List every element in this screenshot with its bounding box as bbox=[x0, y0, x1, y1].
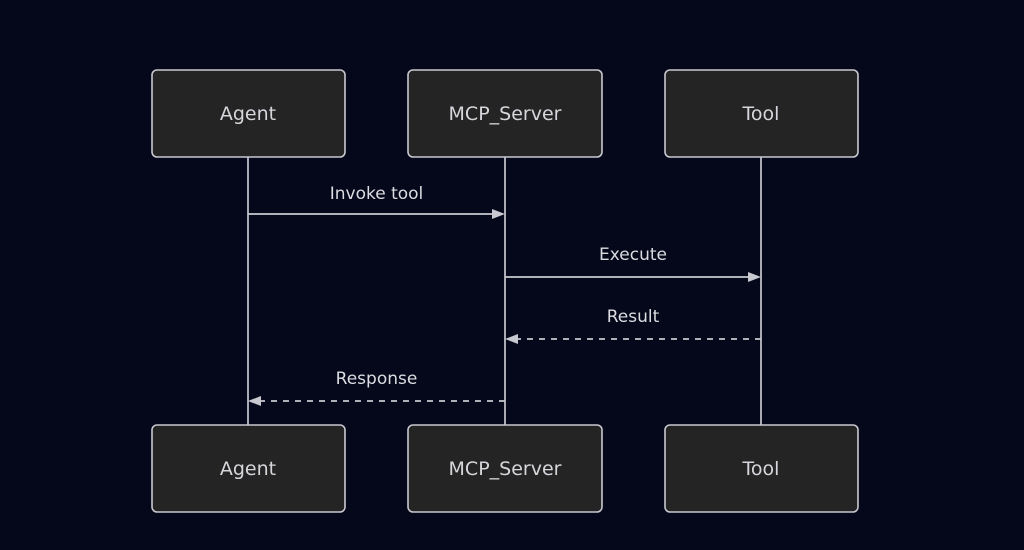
participant-box[interactable] bbox=[151, 69, 346, 158]
participant-boxes-bottom: Agent MCP_Server Tool bbox=[151, 424, 859, 513]
participant-agent-bottom[interactable]: Agent bbox=[151, 424, 346, 513]
participant-label: Tool bbox=[742, 458, 780, 480]
participant-label: MCP_Server bbox=[449, 458, 562, 480]
message-execute: Execute bbox=[505, 245, 761, 282]
participant-tool-top[interactable]: Tool bbox=[664, 69, 859, 158]
message-arrowhead bbox=[505, 334, 518, 344]
participant-box[interactable] bbox=[664, 69, 859, 158]
participant-box[interactable] bbox=[407, 424, 603, 513]
participant-mcp_server-bottom[interactable]: MCP_Server bbox=[407, 424, 603, 513]
message-invoke-tool: Invoke tool bbox=[248, 184, 505, 219]
participant-label: Tool bbox=[742, 103, 780, 125]
participant-label: Agent bbox=[220, 103, 276, 125]
message-label: Execute bbox=[599, 245, 667, 265]
message-label: Result bbox=[607, 307, 660, 327]
participant-boxes-top: Agent MCP_Server Tool bbox=[151, 69, 859, 158]
participant-agent-top[interactable]: Agent bbox=[151, 69, 346, 158]
message-label: Invoke tool bbox=[330, 184, 424, 204]
participant-tool-bottom[interactable]: Tool bbox=[664, 424, 859, 513]
lifelines-group bbox=[247, 157, 762, 425]
participant-label: MCP_Server bbox=[449, 103, 562, 125]
message-arrowhead bbox=[492, 209, 505, 219]
participant-box[interactable] bbox=[151, 424, 346, 513]
message-arrowhead bbox=[248, 396, 261, 406]
participant-label: Agent bbox=[220, 458, 276, 480]
participant-mcp_server-top[interactable]: MCP_Server bbox=[407, 69, 603, 158]
participant-box[interactable] bbox=[407, 69, 603, 158]
message-arrowhead bbox=[748, 272, 761, 282]
message-result: Result bbox=[505, 307, 761, 344]
participant-box[interactable] bbox=[664, 424, 859, 513]
message-label: Response bbox=[336, 369, 418, 389]
message-response: Response bbox=[248, 369, 505, 406]
